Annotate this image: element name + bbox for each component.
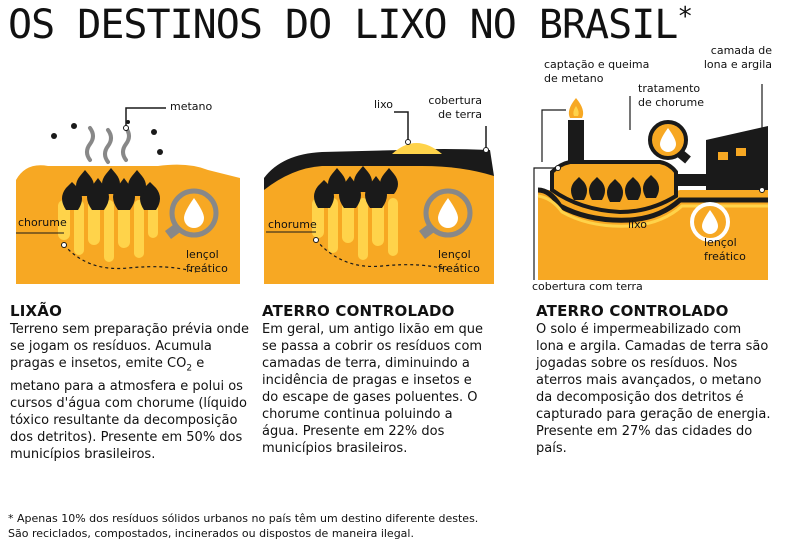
methane-squiggles <box>85 126 131 164</box>
capture-callout-line <box>541 109 566 162</box>
text-lixao: Terreno sem preparação prévia onde se jo… <box>10 322 249 462</box>
text-aterro-sanitario: O solo é impermeabilizado com lona e arg… <box>536 322 771 456</box>
canvas-liner <box>537 194 768 228</box>
aterro-sanitario-illustration <box>533 84 768 280</box>
methane-callout-line <box>125 107 166 128</box>
label-leachate: chorume <box>268 218 317 231</box>
text-aterro-controlado: Em geral, um antigo lixão em que se pass… <box>262 322 483 456</box>
methane-chimney <box>568 120 584 162</box>
aterro-illustration <box>264 111 494 284</box>
trash-mound <box>392 143 442 154</box>
desc-aterro-sanitario: ATERRO CONTROLADO O solo é impermeabiliz… <box>536 303 772 457</box>
label-trash: lixo <box>374 98 394 111</box>
heading-aterro-sanitario: ATERRO CONTROLADO <box>536 302 729 320</box>
trash-bags <box>62 168 160 210</box>
groundwater-magnifier <box>419 188 473 239</box>
heading-lixao: LIXÃO <box>10 302 63 320</box>
footnote-line-1: * Apenas 10% dos resíduos sólidos urbano… <box>8 512 479 525</box>
insects <box>51 120 163 155</box>
footnote: * Apenas 10% dos resíduos sólidos urbano… <box>8 511 478 541</box>
leachate-pipe <box>676 174 706 186</box>
leachate-flow-path <box>63 244 197 273</box>
footnote-line-2: São reciclados, compostados, incinerados… <box>8 527 414 540</box>
leachate-drips <box>58 200 158 262</box>
lixao-illustration <box>16 107 240 284</box>
label-soil-cover: cobertura com terra <box>532 280 643 293</box>
treatment-magnifier <box>648 120 691 164</box>
cover-callout-line <box>533 167 558 280</box>
treatment-building <box>706 126 768 190</box>
page-title: OS DESTINOS DO LIXO NO BRASIL* <box>8 2 693 48</box>
trash-bags <box>314 166 398 208</box>
label-trash: lixo <box>628 218 648 231</box>
label-methane: metano <box>170 100 213 113</box>
groundwater-magnifier <box>165 188 219 239</box>
title-asterisk: * <box>677 2 693 32</box>
desc-lixao: LIXÃO Terreno sem preparação prévia onde… <box>10 303 250 463</box>
leachate-flow-path <box>315 239 449 271</box>
desc-aterro-controlado: ATERRO CONTROLADO Em geral, um antigo li… <box>262 303 492 457</box>
clay-liner <box>537 187 768 223</box>
trash-bags <box>571 175 659 202</box>
groundwater-magnifier <box>690 202 730 242</box>
trash-callout-line <box>394 111 409 142</box>
heading-aterro-controlado: ATERRO CONTROLADO <box>262 302 455 320</box>
label-leachate: chorume <box>18 216 67 229</box>
